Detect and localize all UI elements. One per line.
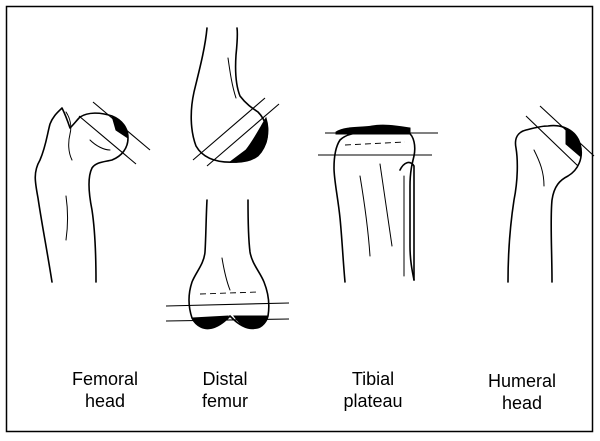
distal-femur-ap-cut-1 bbox=[166, 303, 289, 306]
label-tibial-plateau: Tibial plateau bbox=[323, 368, 423, 412]
tibia-outline bbox=[334, 131, 415, 282]
distal-femur-ap-outline bbox=[189, 200, 269, 329]
label-distal-femur: Distal femur bbox=[175, 368, 275, 412]
distal-femur-ap-dash bbox=[200, 292, 258, 294]
label-humeral-head-line1: Humeral bbox=[472, 370, 572, 392]
label-tibial-plateau-line2: plateau bbox=[323, 390, 423, 412]
lateral-condyle-cap bbox=[234, 316, 268, 328]
humerus-outline bbox=[508, 126, 581, 282]
tibia-crest-detail bbox=[380, 164, 392, 246]
humeral-cut-line-1 bbox=[540, 106, 594, 156]
tibial-dash-line bbox=[345, 142, 405, 145]
humeral-head-illustration bbox=[508, 106, 594, 282]
tibial-plateau-illustration bbox=[318, 125, 438, 282]
femoral-head-illustration bbox=[35, 102, 150, 282]
label-distal-femur-line1: Distal bbox=[175, 368, 275, 390]
distal-femur-detail bbox=[228, 58, 236, 98]
femoral-cut-line-1 bbox=[93, 102, 150, 150]
label-femoral-head-line2: head bbox=[55, 390, 155, 412]
label-distal-femur-line2: femur bbox=[175, 390, 275, 412]
femoral-neck-detail bbox=[90, 140, 110, 150]
distal-femur-lateral-illustration bbox=[191, 28, 279, 166]
humeral-neck-detail bbox=[534, 150, 544, 186]
proximal-femur-outline bbox=[35, 108, 128, 282]
distal-femur-cap bbox=[230, 118, 268, 162]
intercondylar-detail bbox=[222, 258, 230, 290]
label-femoral-head: Femoral head bbox=[55, 368, 155, 412]
label-femoral-head-line1: Femoral bbox=[55, 368, 155, 390]
label-tibial-plateau-line1: Tibial bbox=[323, 368, 423, 390]
tibia-shaft-detail bbox=[360, 176, 370, 256]
femoral-shaft-detail bbox=[66, 196, 68, 240]
label-humeral-head: Humeral head bbox=[472, 370, 572, 414]
femoral-head-cap bbox=[112, 116, 128, 138]
medial-condyle-cap bbox=[193, 316, 228, 329]
label-humeral-head-line2: head bbox=[472, 392, 572, 414]
distal-femur-ap-illustration bbox=[166, 200, 289, 329]
